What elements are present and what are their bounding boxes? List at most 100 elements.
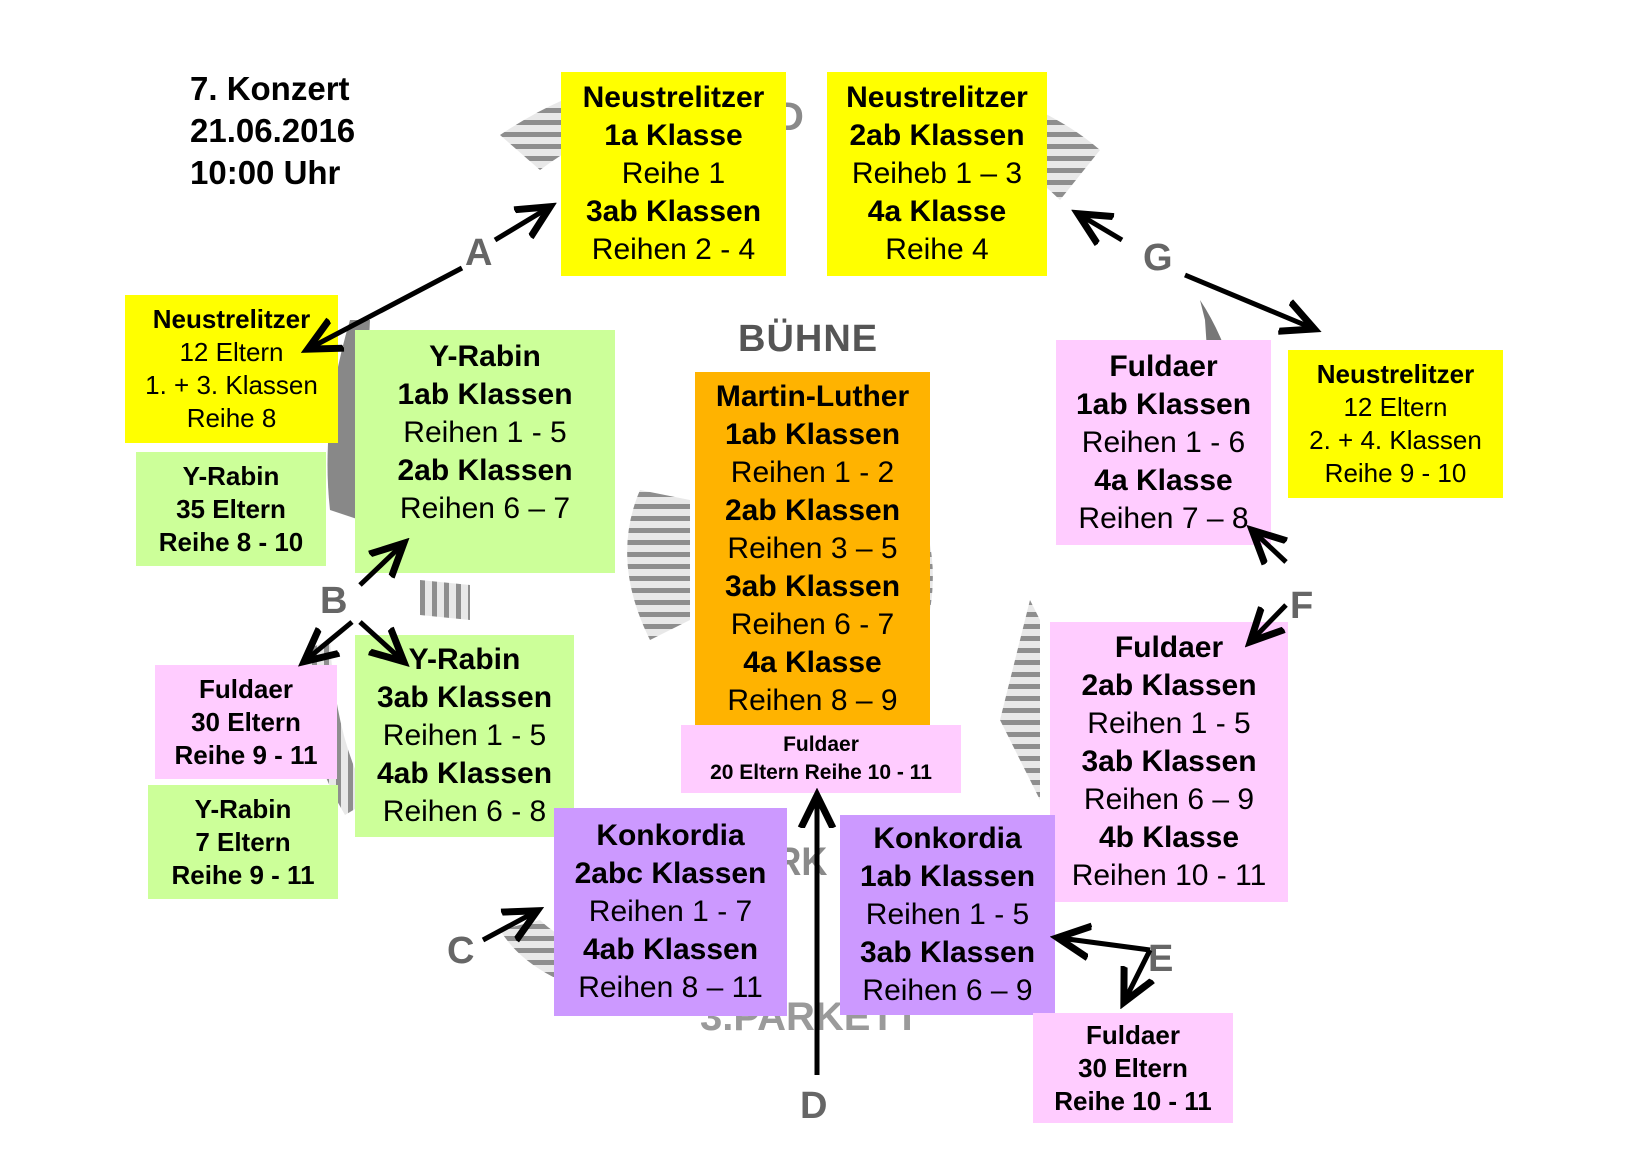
rows-label: Reihe 9 - 10 (1324, 458, 1467, 488)
class-label: 2abc Klassen (574, 857, 767, 890)
rows-label: Reihen 1 - 5 (382, 719, 547, 752)
rows-label: Reihen 7 – 8 (1078, 501, 1249, 535)
class-label: 4ab Klassen (376, 757, 553, 790)
rows-label: Reihen 10 - 11 (1071, 859, 1267, 892)
parents-count: 12 Eltern (1343, 392, 1448, 422)
rows-label: Reihen 6 – 9 (1083, 783, 1255, 816)
arrow-b-to-fuldaer-left (306, 620, 354, 660)
class-label: 3ab Klassen (859, 936, 1036, 969)
box-martin-luther: Martin-Luther 1ab Klassen Reihen 1 - 2 2… (695, 372, 930, 725)
school-name: Fuldaer (783, 733, 859, 756)
rows-label: Reihen 8 – 11 (578, 971, 763, 1004)
arrow-f-to-fuldaer-lower (1252, 603, 1288, 640)
class-label: 1a Klasse (604, 119, 743, 152)
box-y-rabin-upper: Y-Rabin 1ab Klassen Reihen 1 - 5 2ab Kla… (355, 330, 615, 573)
box-neustrelitzer-top-left: Neustrelitzer 1a Klasse Reihe 1 3ab Klas… (561, 72, 786, 276)
stage-label: BÜHNE (738, 318, 879, 360)
seat-block-right-lower (1000, 600, 1040, 800)
class-label: 2ab Klassen (397, 454, 573, 487)
arrow-f-to-fuldaer-upper (1254, 532, 1286, 562)
box-neustrelitzer-parents-right: Neustrelitzer 12 Eltern 2. + 4. Klassen … (1288, 350, 1503, 498)
arrow-b-to-y-rabin-lower (358, 620, 402, 660)
rows-label: Reihen 1 - 6 (1081, 425, 1246, 459)
box-fuldaer-parents-bottom: Fuldaer 30 Eltern Reihe 10 - 11 (1033, 1013, 1233, 1123)
school-name: Konkordia (873, 822, 1022, 855)
box-konkordia-right: Konkordia 1ab Klassen Reihen 1 - 5 3ab K… (840, 815, 1055, 1015)
rows-label: Reihen 6 - 7 (730, 607, 895, 641)
school-name: Neustrelitzer (582, 81, 765, 114)
class-label: 4a Klasse (867, 195, 1007, 228)
school-name: Martin-Luther (715, 379, 910, 413)
class-label: 1ab Klassen (724, 417, 901, 451)
arrow-g-to-right-parents (1184, 272, 1312, 328)
class-label: 2. + 4. Klassen (1309, 425, 1482, 455)
entrance-a: A (465, 232, 493, 274)
arrow-a-to-left-parents (310, 265, 464, 348)
rows-label: Reiheb 1 – 3 (851, 157, 1023, 190)
rows-label: Reihe 8 - 10 (158, 526, 304, 557)
school-name: Fuldaer (1114, 631, 1224, 664)
rows-label: Reihe 4 (885, 233, 989, 266)
arrow-g-to-top-right (1080, 215, 1124, 240)
class-label: 3ab Klassen (376, 681, 553, 714)
entrance-b: B (320, 580, 348, 622)
rows-label: Reihen 1 - 2 (730, 455, 895, 489)
rows-label: Reihe 1 (621, 157, 726, 190)
school-name: Y-Rabin (182, 460, 280, 491)
parents-count: 12 Eltern (179, 337, 284, 367)
class-label: 1ab Klassen (1075, 387, 1252, 421)
box-fuldaer-parents-center: Fuldaer 20 Eltern Reihe 10 - 11 (681, 725, 961, 793)
box-y-rabin-parents-left: Y-Rabin 35 Eltern Reihe 8 - 10 (136, 452, 326, 566)
school-name: Neustrelitzer (1316, 359, 1475, 389)
box-konkordia-left: Konkordia 2abc Klassen Reihen 1 - 7 4ab … (554, 808, 787, 1016)
class-label: 3ab Klassen (585, 195, 762, 228)
school-name: Konkordia (596, 819, 745, 852)
rows-label: Reihe 9 - 11 (171, 859, 315, 890)
parents-count: 30 Eltern (1078, 1052, 1188, 1083)
class-label: 3ab Klassen (724, 569, 901, 603)
entrance-g: G (1143, 237, 1173, 279)
rows-label: Reihen 1 - 5 (865, 898, 1030, 931)
class-label: 3ab Klassen (1081, 745, 1257, 778)
class-label: 2ab Klassen (1081, 669, 1257, 702)
seat-block-left-arc (420, 580, 470, 620)
rows-label: Reihen 6 – 7 (399, 492, 571, 525)
class-label: 1. + 3. Klassen (145, 370, 318, 400)
rows-label: Reihen 2 - 4 (591, 233, 756, 266)
parents-count: 7 Eltern (195, 826, 291, 857)
rows-label: Reihe 10 - 11 (1054, 1085, 1212, 1116)
seat-block-inner-left (627, 490, 690, 640)
box-neustrelitzer-top-right: Neustrelitzer 2ab Klassen Reiheb 1 – 3 4… (827, 72, 1047, 276)
school-name: Fuldaer (1086, 1019, 1180, 1050)
school-name: Neustrelitzer (846, 81, 1028, 114)
class-label: 2ab Klassen (724, 493, 901, 527)
arrow-e-to-konkordia (1060, 938, 1151, 950)
parents-count: 35 Eltern (176, 493, 286, 524)
school-name: Y-Rabin (194, 793, 292, 824)
school-name: Fuldaer (1109, 349, 1218, 383)
entrance-d: D (800, 1085, 828, 1127)
box-fuldaer-parents-left: Fuldaer 30 Eltern Reihe 9 - 11 (155, 665, 337, 779)
class-label: 4a Klasse (1094, 463, 1233, 497)
rows-label: Reihen 1 - 5 (403, 416, 567, 449)
class-label: 4a Klasse (743, 645, 882, 679)
rows-label: Reihen 1 - 7 (588, 895, 753, 928)
rows-label: Reihen 6 - 8 (382, 795, 547, 828)
school-name: Fuldaer (199, 673, 293, 704)
class-label: 2ab Klassen (849, 119, 1025, 152)
school-name: Y-Rabin (408, 643, 521, 676)
rows-label: Reihen 8 – 9 (727, 683, 898, 717)
concert-title: 7. Konzert 21.06.2016 10:00 Uhr (190, 68, 355, 194)
rows-label: Reihe 8 (186, 403, 277, 433)
rows-label: Reihen 6 – 9 (862, 974, 1033, 1007)
rows-label: Reihe 9 - 11 (174, 739, 318, 770)
arrow-b-to-y-rabin-upper (358, 545, 402, 587)
entrance-f: F (1290, 585, 1314, 627)
box-fuldaer-upper-right: Fuldaer 1ab Klassen Reihen 1 - 6 4a Klas… (1056, 340, 1271, 545)
rows-label: Reihen 3 – 5 (727, 531, 898, 565)
entrance-c: C (447, 930, 475, 972)
concert-date: 21.06.2016 (190, 112, 356, 149)
box-y-rabin-lower: Y-Rabin 3ab Klassen Reihen 1 - 5 4ab Kla… (355, 635, 574, 837)
arrow-c-to-konkordia (481, 912, 535, 940)
